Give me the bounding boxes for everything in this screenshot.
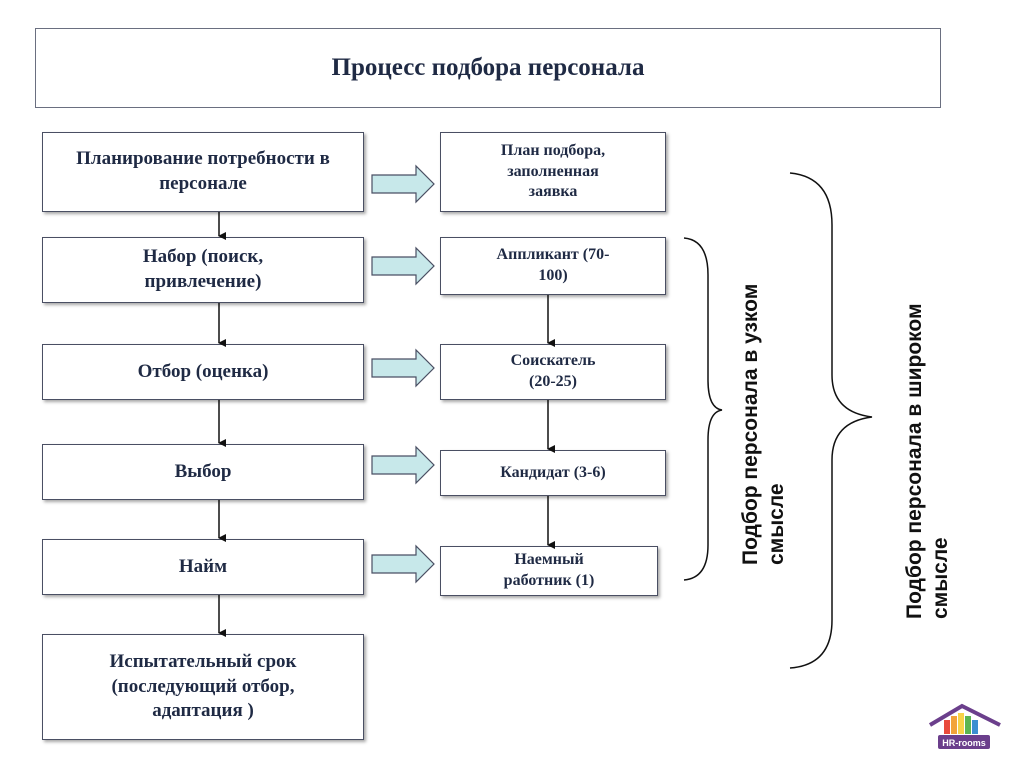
label-narrow-sense: Подбор персонала в узком смысле: [738, 265, 792, 565]
logo-bar: [958, 713, 964, 734]
block-arrow-right: [371, 164, 435, 204]
block-arrow-right: [371, 544, 435, 584]
logo-label-bg: [938, 735, 990, 749]
step-choice: Выбор: [42, 444, 364, 500]
logo-bar: [972, 720, 978, 734]
block-arrow-right: [371, 348, 435, 388]
result-hiring-plan: План подбора, заполненная заявка: [440, 132, 666, 212]
brace-narrow: [683, 237, 723, 581]
block-arrows: [371, 164, 435, 584]
step-planning: Планирование потребности в персонале: [42, 132, 364, 212]
logo-bar: [965, 716, 971, 734]
hr-rooms-logo: HR-rooms: [928, 703, 1001, 749]
label-broad-sense: Подбор персонала в широком смысле: [902, 289, 956, 619]
logo-text: HR-rooms: [942, 738, 986, 748]
brace-broad: [789, 172, 873, 669]
result-hired-employee: Наемный работник (1): [440, 546, 658, 596]
logo-bar: [944, 720, 950, 734]
logo-roof: [928, 703, 1001, 727]
block-arrow-right: [371, 246, 435, 286]
result-applicant: Аппликант (70-100): [440, 237, 666, 295]
page-title: Процесс подбора персонала: [35, 28, 941, 108]
label-narrow-line1: Подбор персонала в узком: [739, 283, 762, 565]
step-screening: Отбор (оценка): [42, 344, 364, 400]
label-narrow-line2: смысле: [765, 483, 789, 565]
label-broad-line1: Подбор персонала в широком: [903, 303, 926, 619]
step-recruitment: Набор (поиск, привлечение): [42, 237, 364, 303]
logo-bar: [951, 716, 957, 734]
step-probation: Испытательный срок (последующий отбор, а…: [42, 634, 364, 740]
step-hiring: Найм: [42, 539, 364, 595]
label-broad-line2: смысле: [929, 537, 953, 619]
block-arrow-right: [371, 445, 435, 485]
